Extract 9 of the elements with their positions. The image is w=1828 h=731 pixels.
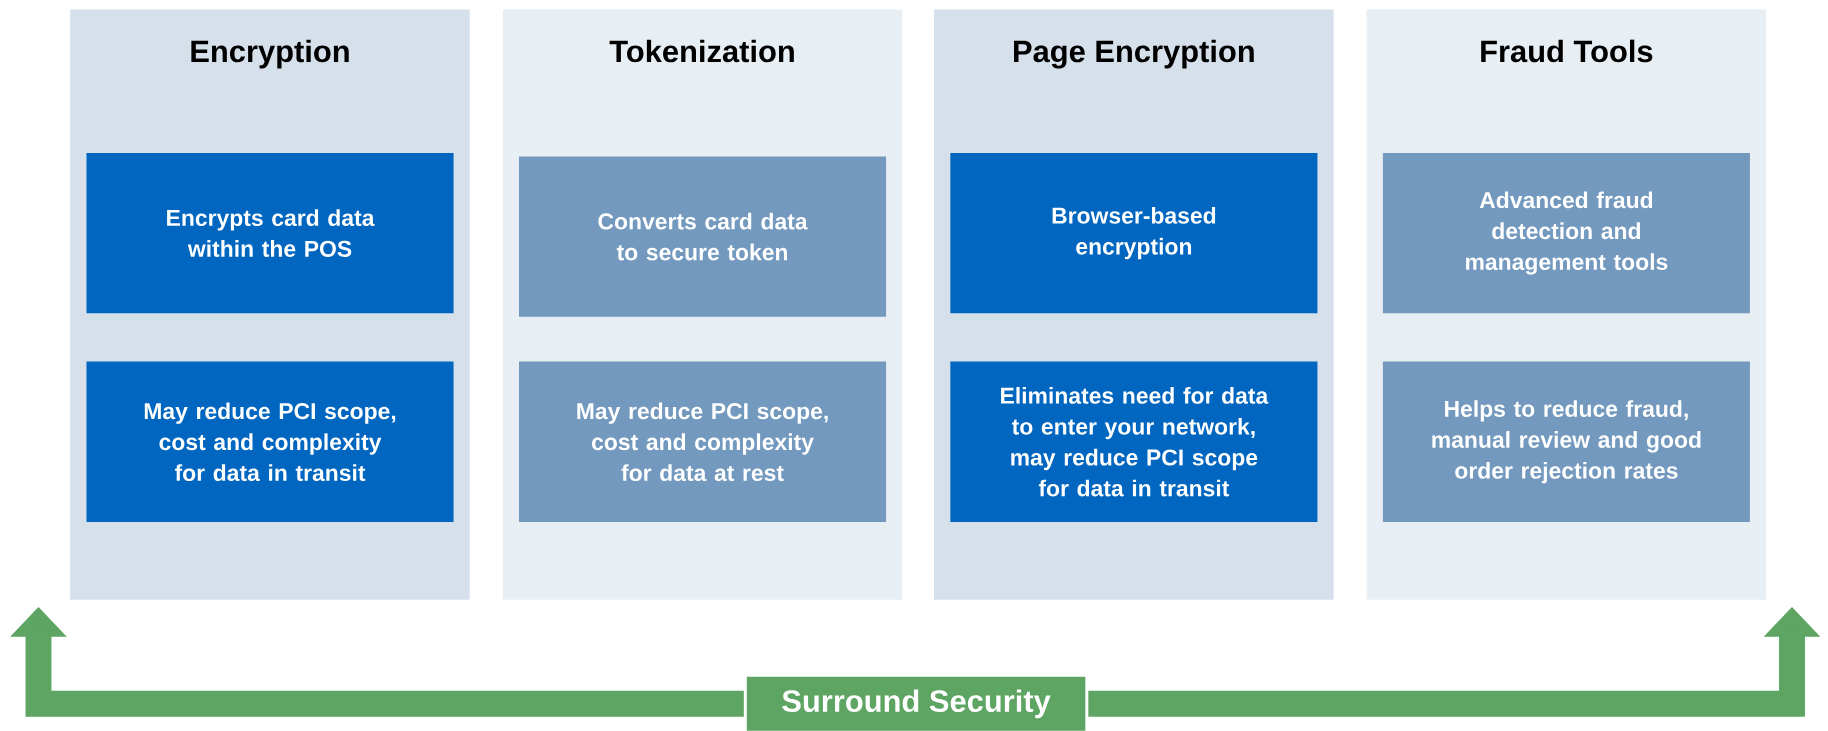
info-box: Browser-based encryption: [950, 152, 1318, 314]
info-box: May reduce PCI scope, cost and complexity for data in transit: [86, 361, 454, 522]
banner-label: Surround Security: [743, 673, 1089, 731]
info-box: Converts card data to secure token: [519, 156, 887, 317]
info-box: Eliminates need for data to enter your network, may reduce PCI scope for data in transit: [950, 361, 1318, 522]
info-box: Helps to reduce fraud, manual review and good order rejection rates: [1382, 361, 1750, 522]
info-box: Encrypts card data within the POS: [86, 152, 454, 314]
info-box: Advanced fraud detection and management tools: [1382, 152, 1750, 314]
info-box: May reduce PCI scope, cost and complexity for data at rest: [519, 361, 887, 522]
